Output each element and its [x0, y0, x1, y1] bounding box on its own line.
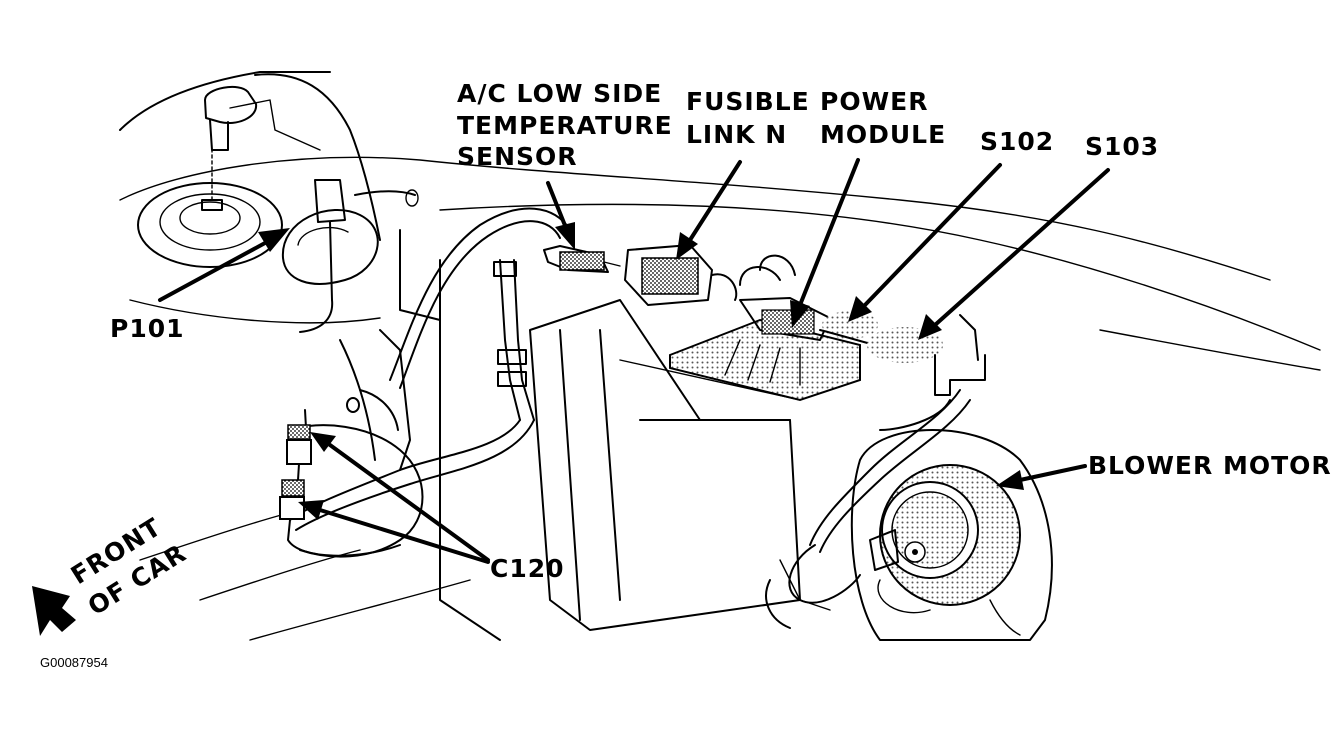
label-power-module-line2: MODULE: [820, 120, 946, 149]
label-s102: S102: [980, 127, 1054, 156]
illustration: [119, 71, 1321, 641]
label-p101: P101: [110, 314, 185, 343]
label-c120: C120: [490, 554, 565, 583]
label-ac-sensor-line2: TEMPERATURE: [457, 111, 673, 140]
callout-arrows: [32, 158, 1110, 636]
figure-code: G00087954: [40, 655, 108, 670]
label-fusible-link-line2: LINK N: [686, 120, 787, 149]
label-ac-sensor-line3: SENSOR: [457, 142, 578, 171]
label-ac-sensor-line1: A/C LOW SIDE: [457, 79, 662, 108]
label-s103: S103: [1085, 132, 1159, 161]
label-blower-motor: BLOWER MOTOR: [1088, 451, 1332, 480]
label-fusible-link-line1: FUSIBLE: [686, 87, 810, 116]
label-power-module-line1: POWER: [820, 87, 928, 116]
